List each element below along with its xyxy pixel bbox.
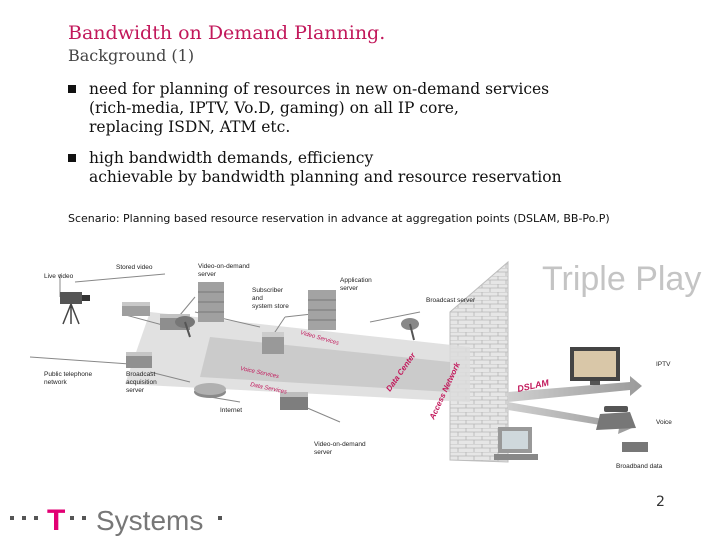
server-icon (122, 302, 150, 316)
diagram-label: Application (340, 277, 372, 284)
bullet-square-icon (68, 85, 76, 93)
triple-play-heading: Triple Play (542, 260, 701, 298)
scenario-text: Scenario: Planning based resource reserv… (68, 212, 610, 225)
logo-systems: Systems (96, 505, 203, 536)
logo-t: T (47, 504, 65, 537)
diagram-label: server (126, 387, 145, 394)
page-number: 2 (656, 494, 665, 510)
slide-subtitle: Background (1) (68, 46, 195, 65)
bullet-line: replacing ISDN, ATM etc. (89, 118, 291, 136)
diagram-label: Stored video (116, 264, 153, 271)
slide-title: Bandwidth on Demand Planning. (68, 22, 386, 44)
diagram-label: IPTV (656, 361, 671, 368)
triple-play-diagram: Triple Play (30, 260, 701, 470)
diagram-label: Broadcast (126, 371, 155, 378)
diagram-label: Broadband data (616, 463, 663, 470)
server-rack-icon (308, 290, 336, 330)
diagram-label: system store (252, 303, 289, 310)
brick-wall (449, 260, 509, 463)
diagram-label: network (44, 379, 68, 386)
diagram-label: Public telephone (44, 371, 92, 378)
bullet-line: (rich-media, IPTV, Vo.D, gaming) on all … (89, 99, 459, 117)
computer-icon (494, 427, 538, 460)
modem-icon (622, 442, 648, 452)
server-icon (280, 392, 308, 410)
bullet-list: need for planning of resources in new on… (68, 80, 688, 199)
diagram-label: Internet (220, 407, 242, 414)
logo-digit-dots (10, 516, 222, 520)
satellite-dish-icon (175, 316, 195, 338)
bullet-item: need for planning of resources in new on… (68, 80, 688, 137)
server-icon (126, 352, 152, 368)
satellite-dish-icon (401, 318, 419, 341)
camera-icon (60, 292, 90, 325)
diagram-label: Live video (44, 273, 74, 280)
diagram-label: acquisition (126, 379, 157, 386)
bullet-item: high bandwidth demands, efficiency achie… (68, 149, 688, 187)
t-systems-logo: T Systems (10, 504, 222, 537)
telephone-icon (596, 406, 636, 430)
diagram-label: Broadcast server (426, 297, 476, 304)
server-icon (262, 332, 284, 354)
diagram-label: Video-on-demand (314, 441, 366, 448)
diagram-label: server (340, 285, 359, 292)
diagram-label: server (314, 449, 333, 456)
output-arrow-voice (508, 402, 632, 434)
diagram-label: Voice (656, 419, 672, 426)
diagram-label: and (252, 295, 263, 302)
bullet-square-icon (68, 154, 76, 162)
bullet-line: need for planning of resources in new on… (89, 80, 550, 98)
bullet-line: achievable by bandwidth planning and res… (89, 168, 562, 186)
server-rack-icon (198, 282, 224, 322)
diagram-label: Subscriber (252, 287, 284, 294)
output-arrow-iptv (508, 376, 642, 402)
diagram-label: server (198, 271, 217, 278)
diagram-label: Video-on-demand (198, 263, 250, 270)
router-icon (194, 383, 226, 398)
bullet-line: high bandwidth demands, efficiency (89, 149, 374, 167)
tv-icon (570, 347, 620, 385)
